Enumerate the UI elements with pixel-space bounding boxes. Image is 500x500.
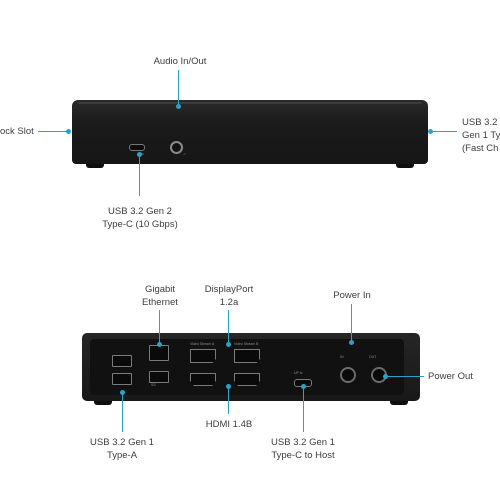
dc-in-port: [340, 367, 356, 383]
usbc-host-callout-dot: [301, 384, 306, 389]
usb-a-port: [112, 355, 132, 367]
hdmi-callout-line: [228, 388, 229, 414]
usb-a-port: [112, 373, 132, 385]
dock-front-view: ⇆ ♫: [72, 100, 428, 164]
gigabit-callout-dot: [157, 342, 162, 347]
hdmi-callout-dot: [226, 384, 231, 389]
gigabit-label-1: Gigabit: [144, 284, 176, 295]
power-in-label: Power In: [333, 290, 371, 301]
displayport-port: [234, 349, 260, 363]
usb-right-callout-dot: [428, 129, 433, 134]
ss-logo-icon: SS: [151, 383, 156, 387]
displayport-callout-line: [228, 310, 229, 344]
usbc-front-label-1: USB 3.2 Gen 2: [108, 206, 172, 217]
hdmi-port: [190, 373, 216, 386]
usb-right-label-2: Gen 1 Ty: [462, 130, 500, 141]
usb-right-label-1: USB 3.2: [462, 117, 498, 128]
usbc-host-callout-line: [303, 388, 304, 432]
power-in-callout-dot: [349, 340, 354, 345]
audio-jack-port: [170, 141, 183, 154]
lock-slot-label: ock Slot: [0, 126, 34, 137]
power-out-callout-dot: [383, 374, 388, 379]
gigabit-callout-line: [159, 310, 160, 344]
displayport-label-2: 1.2a: [219, 297, 239, 308]
dc-in-icon: IN: [340, 355, 344, 359]
usbc-front-callout-dot: [137, 152, 142, 157]
video-stream-a-icon: Video Stream A: [190, 342, 215, 346]
usbc-front-label-2: Type-C (10 Gbps): [102, 219, 178, 230]
usba-label-2: Type-A: [106, 450, 138, 461]
audio-callout-line: [178, 70, 179, 106]
headset-icon: ♫: [183, 152, 186, 156]
displayport-callout-dot: [226, 342, 231, 347]
power-in-callout-line: [351, 304, 352, 342]
usbc-host-label-2: Type-C to Host: [271, 450, 335, 461]
dock-foot: [396, 164, 414, 168]
dock-foot: [94, 401, 112, 405]
usb-c-front-port: [129, 144, 145, 151]
displayport-port: [190, 349, 216, 363]
ethernet-port: [149, 345, 169, 361]
video-stream-b-icon: Video Stream B: [234, 342, 259, 346]
usba-label-1: USB 3.2 Gen 1: [90, 437, 154, 448]
dc-out-icon: OUT: [369, 355, 377, 359]
dock-foot: [86, 164, 104, 168]
usbc-host-icon: UP ⇆: [294, 371, 303, 375]
hdmi-label: HDMI 1.4B: [205, 419, 253, 430]
usbc-host-label-1: USB 3.2 Gen 1: [271, 437, 335, 448]
lock-slot-callout-dot: [66, 129, 71, 134]
audio-label: Audio In/Out: [153, 56, 207, 67]
power-out-label: Power Out: [428, 371, 473, 382]
usba-callout-line: [122, 394, 123, 432]
lock-slot-callout-line: [38, 131, 68, 132]
usb-a-port: [149, 371, 169, 383]
usb-right-callout-line: [433, 131, 457, 132]
displayport-label-1: DisplayPort: [204, 284, 254, 295]
hdmi-port: [234, 373, 260, 386]
usba-callout-dot: [120, 390, 125, 395]
audio-callout-dot: [176, 104, 181, 109]
gigabit-label-2: Ethernet: [142, 297, 178, 308]
usbc-front-callout-line: [139, 156, 140, 196]
dock-top-ridge: [78, 102, 422, 104]
dock-rear-view: SS Video Stream A Video Stream B UP ⇆ IN…: [82, 333, 420, 401]
usb-right-label-3: (Fast Ch: [462, 143, 499, 154]
dock-foot: [390, 401, 408, 405]
dock-rear-panel: [90, 339, 404, 395]
usbc-port-icon: ⇆: [141, 152, 144, 156]
power-out-callout-line: [388, 376, 424, 377]
